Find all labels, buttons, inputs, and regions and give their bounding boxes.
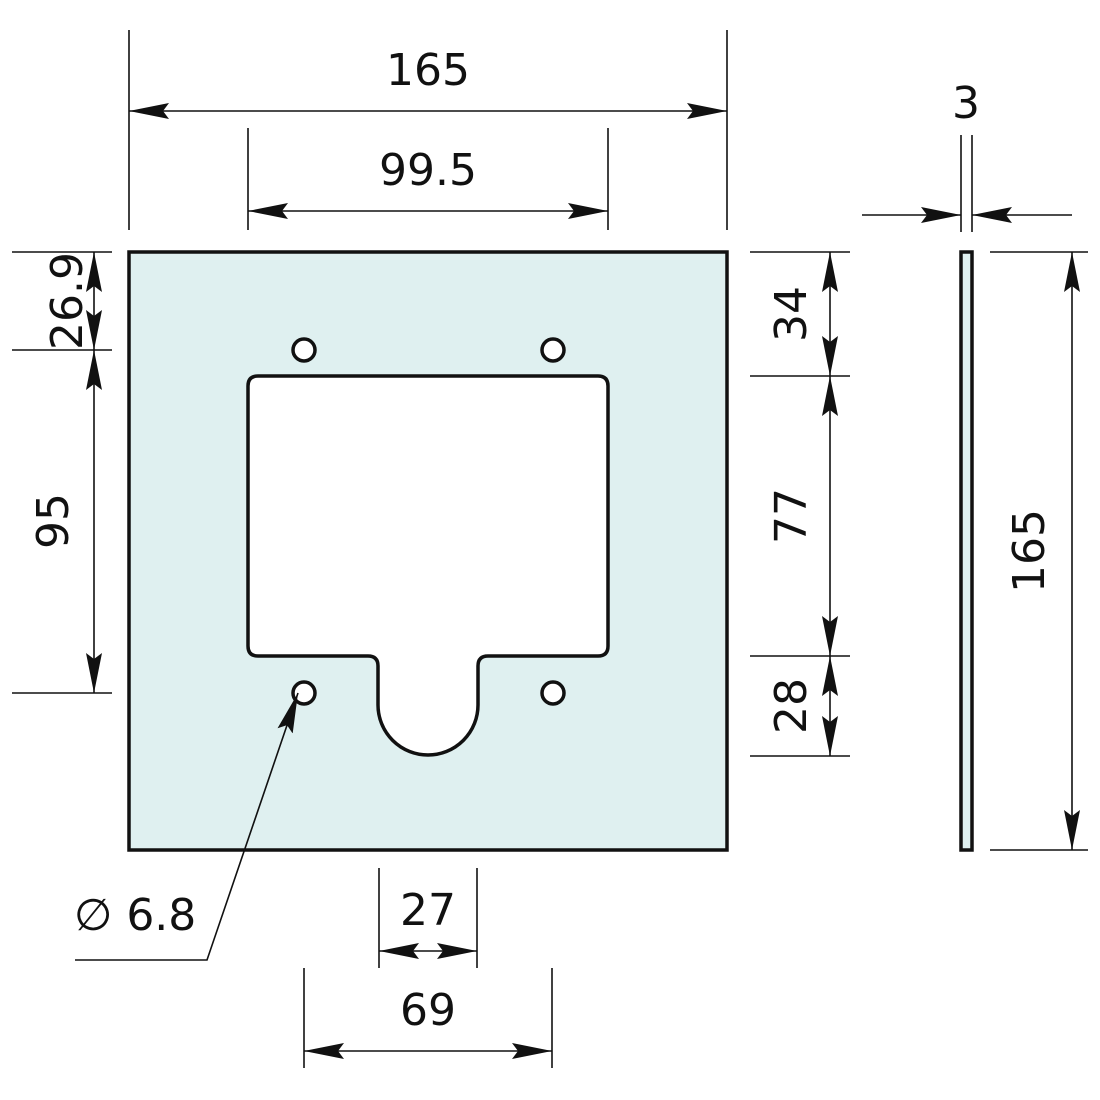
label-notch-depth: 28 — [766, 678, 817, 734]
mounting-hole-top-right — [540, 337, 566, 363]
label-hole-spacing-y: 95 — [28, 493, 79, 549]
mounting-hole-bottom-left — [291, 680, 317, 706]
dim-overall-height: 165 — [990, 251, 1088, 851]
dim-thickness: 3 — [862, 78, 1072, 232]
mounting-hole-top-left — [291, 337, 317, 363]
label-cutout-height: 77 — [766, 488, 817, 544]
mounting-hole-bottom-right — [540, 680, 566, 706]
dim-overall-width: 165 — [128, 30, 728, 230]
label-notch-width: 27 — [400, 885, 456, 936]
dim-bottom-extent: 69 — [303, 968, 553, 1068]
label-top-to-cutout: 34 — [766, 286, 817, 342]
label-hole-diameter: ∅ 6.8 — [74, 890, 196, 941]
label-thickness: 3 — [952, 78, 980, 129]
dim-right-chain: 34 77 28 — [750, 251, 850, 757]
dim-top-to-hole: 26.9 — [12, 251, 112, 351]
dim-hole-diameter: ∅ 6.8 — [74, 692, 299, 961]
label-top-to-hole: 26.9 — [42, 252, 93, 350]
dim-hole-spacing-x: 99.5 — [247, 128, 609, 230]
label-overall-width: 165 — [386, 45, 470, 96]
dim-notch-width: 27 — [378, 868, 478, 968]
label-bottom-extent: 69 — [400, 985, 456, 1036]
dim-hole-spacing-y: 95 — [12, 350, 112, 694]
label-overall-height: 165 — [1004, 509, 1055, 593]
plate-side-view — [959, 250, 974, 852]
cutout-with-notch — [246, 374, 610, 757]
label-hole-spacing-x: 99.5 — [379, 145, 477, 196]
